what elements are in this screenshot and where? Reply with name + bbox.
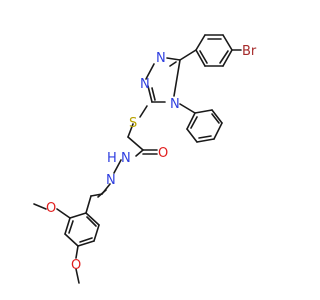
bond (219, 50, 229, 64)
bond (222, 34, 233, 51)
bond (75, 245, 79, 259)
bond (166, 57, 181, 61)
bond (213, 122, 223, 140)
bond (151, 87, 156, 101)
bond (113, 159, 122, 174)
bond (211, 109, 223, 124)
bond (86, 216, 97, 227)
bond (145, 63, 155, 80)
bond (190, 116, 198, 129)
atom-nitrogen-imine: N (106, 173, 116, 188)
molecule-structure: Br N N N S O N H N O O (33, 34, 257, 284)
bond (195, 34, 206, 51)
atom-oxygen-carbonyl: O (158, 146, 168, 161)
bond (33, 203, 47, 210)
bond (64, 217, 71, 235)
molecule-canvas: Br N N N S O N H N O O (33, 34, 257, 284)
bond (186, 112, 196, 130)
atom-nitrogen-amide: N (121, 151, 131, 166)
bond (97, 189, 107, 198)
bond (93, 224, 100, 242)
bonds (33, 34, 242, 284)
atom-nitrogen-triazole-phenyl: N (170, 97, 180, 112)
atom-hydrogen-amide: H (107, 151, 117, 166)
bond (56, 208, 71, 219)
bond (127, 136, 144, 151)
bond (211, 113, 220, 124)
bond (194, 109, 213, 114)
atom-labels: Br N N N S O N H N O O (46, 44, 257, 273)
bond (69, 212, 87, 219)
atom-oxygen-methoxy-top: O (46, 201, 56, 216)
bond (199, 50, 208, 64)
bond (222, 49, 233, 67)
bond (186, 128, 198, 143)
atom-nitrogen-triazole-left: N (140, 77, 150, 92)
bond (179, 103, 196, 114)
bond (173, 59, 181, 97)
bond (147, 85, 153, 103)
bond (195, 49, 206, 67)
bond (77, 240, 95, 247)
bond (79, 237, 93, 243)
bond (85, 195, 92, 214)
atom-bromine: Br (242, 44, 257, 59)
bond (68, 220, 74, 234)
bond (196, 138, 215, 143)
bond (198, 135, 212, 139)
atom-sulfur: S (129, 116, 137, 131)
atom-nitrogen-triazole-top: N (156, 51, 166, 66)
bond (64, 233, 79, 247)
bond (75, 268, 80, 284)
bond (179, 49, 197, 61)
bond (135, 149, 144, 157)
atom-oxygen-methoxy-bottom: O (71, 258, 81, 273)
bond (169, 61, 177, 67)
bond (139, 105, 148, 118)
bond (85, 212, 100, 226)
bond (127, 123, 134, 138)
